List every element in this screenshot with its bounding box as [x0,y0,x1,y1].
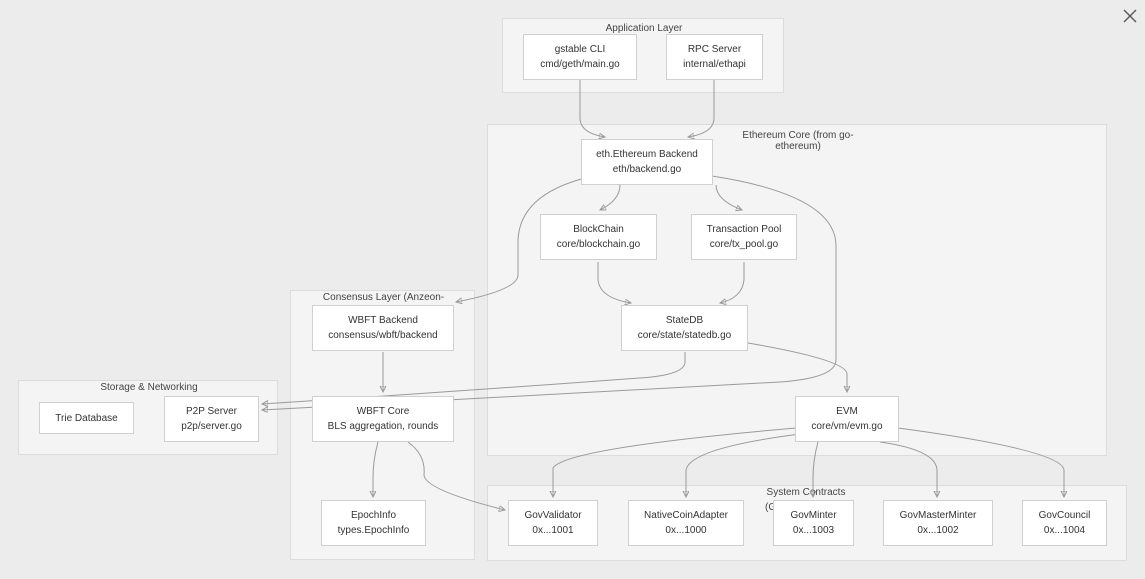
node-gov-minter[interactable]: GovMinter 0x...1003 [773,500,854,546]
cluster-label: ethereum) [775,141,821,152]
node-title: eth.Ethereum Backend [596,149,698,160]
node-title: GovMinter [790,510,837,521]
node-statedb[interactable]: StateDB core/state/statedb.go [621,305,748,351]
node-trie-database[interactable]: Trie Database [39,402,134,434]
node-subtitle: p2p/server.go [181,421,242,432]
node-title: EpochInfo [350,510,397,521]
node-title: EVM [836,406,858,417]
node-native-coin-adapter[interactable]: NativeCoinAdapter 0x...1000 [628,500,744,546]
node-subtitle: eth/backend.go [612,164,682,175]
node-title: Transaction Pool [706,224,782,235]
cluster-label: (G [765,502,777,513]
node-subtitle: 0x...1002 [917,525,959,536]
node-gstable-cli[interactable]: gstable CLI cmd/geth/main.go [523,34,637,80]
cluster-label: System Contracts [766,487,846,498]
cluster-label: Ethereum Core (from go- [742,130,854,141]
node-subtitle: core/vm/evm.go [811,421,883,432]
cluster-label: Storage & Networking [100,382,198,393]
node-subtitle: 0x...1000 [665,525,707,536]
node-subtitle: consensus/wbft/backend [328,330,438,341]
node-title: GovValidator [524,510,582,521]
node-title: gstable CLI [554,44,606,55]
node-title: P2P Server [186,406,237,417]
node-subtitle: BLS aggregation, rounds [327,421,439,432]
node-title: BlockChain [573,224,624,235]
node-title: WBFT Core [356,406,410,417]
node-subtitle: core/blockchain.go [556,239,641,250]
node-blockchain[interactable]: BlockChain core/blockchain.go [540,214,657,260]
node-subtitle: core/state/statedb.go [637,330,732,341]
node-subtitle: cmd/geth/main.go [540,59,620,70]
node-wbft-backend[interactable]: WBFT Backend consensus/wbft/backend [312,305,454,351]
node-gov-council[interactable]: GovCouncil 0x...1004 [1022,500,1107,546]
node-p2p-server[interactable]: P2P Server p2p/server.go [164,396,259,442]
node-title: GovMasterMinter [899,510,977,521]
node-subtitle: internal/ethapi [683,59,746,70]
node-wbft-core[interactable]: WBFT Core BLS aggregation, rounds [312,396,454,442]
node-subtitle: core/tx_pool.go [709,239,779,250]
node-gov-validator[interactable]: GovValidator 0x...1001 [508,500,598,546]
node-title: NativeCoinAdapter [644,510,728,521]
node-transaction-pool[interactable]: Transaction Pool core/tx_pool.go [691,214,797,260]
node-title: WBFT Backend [348,315,418,326]
node-title: StateDB [665,315,704,326]
cluster-label: Application Layer [605,23,683,34]
node-subtitle: 0x...1003 [792,525,835,536]
node-subtitle: 0x...1001 [532,525,574,536]
close-icon [1123,9,1137,23]
node-rpc-server[interactable]: RPC Server internal/ethapi [666,34,763,80]
node-subtitle: types.EpochInfo [337,525,410,536]
node-title: GovCouncil [1038,510,1091,521]
node-title: RPC Server [687,44,742,55]
node-title: Trie Database [55,412,118,424]
node-epoch-info[interactable]: EpochInfo types.EpochInfo [321,500,426,546]
close-button[interactable] [1120,6,1140,26]
node-subtitle: 0x...1004 [1043,525,1086,536]
node-gov-master-minter[interactable]: GovMasterMinter 0x...1002 [883,500,993,546]
node-eth-backend[interactable]: eth.Ethereum Backend eth/backend.go [581,139,713,185]
node-evm[interactable]: EVM core/vm/evm.go [795,396,899,442]
